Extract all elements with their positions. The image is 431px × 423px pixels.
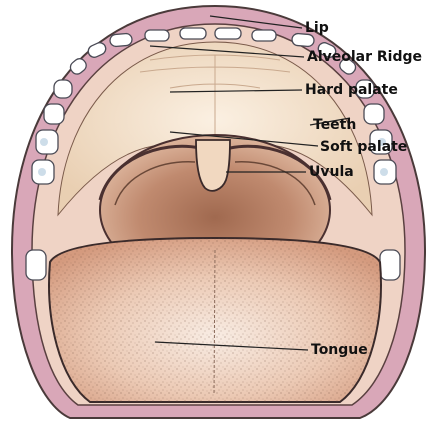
uvula-shape (196, 140, 230, 191)
label-uvula: Uvula (309, 164, 354, 180)
label-soft-palate: Soft palate (320, 139, 407, 155)
label-lip: Lip (305, 20, 329, 36)
label-tongue: Tongue (311, 342, 368, 358)
label-hard-palate: Hard palate (305, 82, 398, 98)
label-alveolar-ridge: Alveolar Ridge (307, 49, 422, 65)
label-teeth: Teeth (313, 117, 356, 133)
